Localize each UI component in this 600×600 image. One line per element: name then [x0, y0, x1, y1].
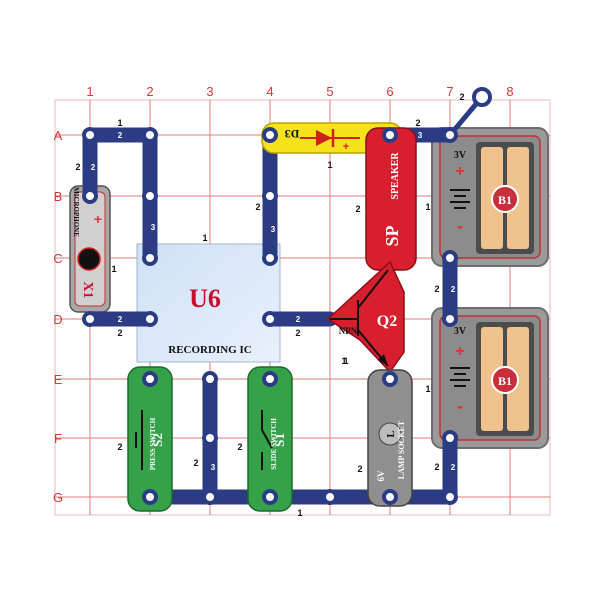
row-label: E: [54, 372, 63, 387]
d3-number: 1: [327, 160, 332, 170]
q2-number: 1: [343, 356, 348, 366]
row-label: C: [53, 251, 62, 266]
row-label: B: [54, 189, 63, 204]
wire-label: 2: [451, 285, 456, 294]
wire-level: 2: [434, 284, 439, 294]
battery-bottom-minus: -: [457, 396, 463, 416]
wire-label: 2: [91, 163, 96, 172]
battery-top-badge: [491, 185, 519, 213]
battery-bottom-number: 1: [425, 384, 430, 394]
u6-desc: RECORDING IC: [168, 344, 251, 356]
q2-name: Q2: [377, 313, 397, 330]
row-label: F: [54, 431, 62, 446]
wire-label: 3: [211, 463, 216, 472]
wire-label: 1: [341, 356, 346, 366]
lamp-socket[interactable]: L LAMP SOCKET 6V 2: [357, 369, 413, 507]
column-label: 4: [266, 84, 273, 99]
battery-bottom-badge: [491, 366, 519, 394]
x1-name: X1: [80, 281, 95, 298]
speaker-code: SP: [382, 225, 402, 246]
row-label: G: [53, 490, 63, 505]
battery-top-number: 1: [425, 202, 430, 212]
battery-top-plus: +: [455, 163, 464, 180]
column-label: 6: [386, 84, 393, 99]
wire-level: 2: [255, 202, 260, 212]
column-label: 5: [326, 84, 333, 99]
s1-desc: SLIDE SWITCH: [270, 418, 278, 470]
press-switch-s2[interactable]: S2 PRESS SWITCH 2: [117, 366, 173, 512]
s2-desc: PRESS SWITCH: [149, 417, 157, 470]
u6-number: 1: [202, 233, 207, 243]
battery-holder-top[interactable]: B1 3V + - 1: [425, 127, 549, 267]
microphone-icon: [77, 247, 101, 271]
q2-type: NPN: [339, 326, 358, 336]
wire-label: 2: [296, 315, 301, 324]
battery-holder-bottom[interactable]: B1 3V + - 1: [425, 307, 549, 449]
speaker-desc: SPEAKER: [390, 152, 401, 200]
battery-bottom-name: B1: [498, 374, 512, 388]
wire-label: 2: [118, 315, 123, 324]
jumper-label: 2: [459, 92, 464, 102]
wire-level: 2: [117, 328, 122, 338]
wire-label: 3: [271, 225, 276, 234]
lamp-desc: LAMP SOCKET: [397, 420, 406, 479]
d3-name: D3: [285, 127, 300, 141]
wire-level: 2: [295, 328, 300, 338]
x1-desc: MICROPHONE: [72, 187, 80, 237]
battery-bottom-voltage: 3V: [454, 326, 467, 337]
wire-level: 2: [415, 118, 420, 128]
wire-level: 1: [117, 118, 122, 128]
u6-name: U6: [189, 284, 221, 313]
column-label: 8: [506, 84, 513, 99]
speaker-number: 2: [355, 204, 360, 214]
x1-number: 1: [111, 264, 116, 274]
wire-label: 2: [451, 463, 456, 472]
slide-switch-s1[interactable]: S1 SLIDE SWITCH 2: [237, 366, 293, 512]
transistor-q2[interactable]: Q2 NPN 1: [326, 260, 405, 374]
column-label: 2: [146, 84, 153, 99]
s1-number: 2: [237, 442, 242, 452]
snap-terminals[interactable]: [82, 87, 492, 505]
wire-label: 2: [118, 131, 123, 140]
microphone-x1[interactable]: X1 MICROPHONE + 1: [69, 185, 117, 313]
s1-code: S1: [272, 433, 287, 447]
lamp-icon: [378, 422, 402, 446]
s2-code: S2: [150, 433, 165, 447]
row-labels: A B C D E F G: [53, 128, 63, 505]
battery-bottom-plus: +: [455, 343, 464, 360]
battery-top-voltage: 3V: [454, 150, 467, 161]
wire-level: 2: [434, 462, 439, 472]
transistor-icon: [378, 354, 388, 366]
column-label: 1: [86, 84, 93, 99]
x1-plus: +: [94, 211, 102, 227]
battery-top-minus: -: [457, 216, 463, 236]
column-labels: 1 2 3 4 5 6 7 8: [86, 84, 513, 99]
s2-number: 2: [117, 442, 122, 452]
lamp-code: L: [385, 430, 397, 437]
wire-level: 2: [193, 458, 198, 468]
wire-label: 3: [418, 131, 423, 140]
diode-icon: [316, 130, 332, 146]
column-label: 7: [446, 84, 453, 99]
lamp-number: 2: [357, 464, 362, 474]
battery-top-name: B1: [498, 193, 512, 207]
wire-label: 3: [151, 223, 156, 232]
wire-level: 2: [75, 162, 80, 172]
row-label: D: [53, 312, 62, 327]
column-label: 3: [206, 84, 213, 99]
wire-level: 1: [297, 508, 302, 518]
d3-plus: +: [343, 141, 349, 153]
recording-ic-u6[interactable]: U6 RECORDING IC 1: [136, 233, 281, 363]
row-label: A: [54, 128, 63, 143]
lamp-voltage: 6V: [376, 470, 386, 482]
